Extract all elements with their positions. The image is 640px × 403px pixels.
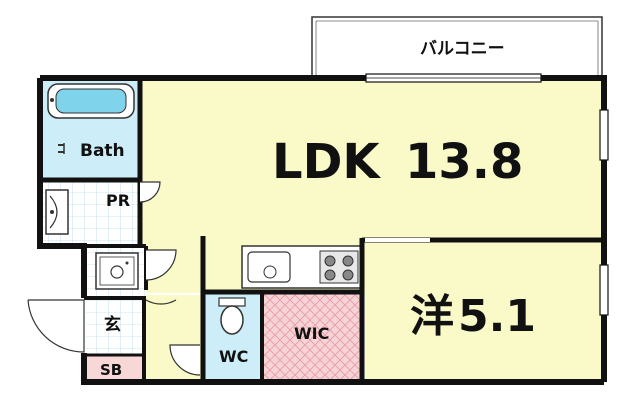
doors [27,181,430,376]
windows [365,73,609,316]
western-room-name: 洋 [410,291,454,342]
western-room-size: 5.1 [458,291,536,342]
sink-icon [247,251,291,283]
bath-label: Bath [80,141,125,161]
washing-machine-icon [95,252,139,290]
washbasin-icon [45,189,69,235]
closet-label: WIC [294,324,329,343]
entrance-label: 玄 [104,314,121,335]
ldk-size: 13.8 [405,134,523,190]
powder-room-label: PR [106,191,130,210]
toilet-icon [218,297,246,335]
entrance-area [86,298,143,353]
western-room-area [365,241,602,380]
kitchen-counter [241,245,363,289]
balcony: バルコニー [311,16,603,78]
shoe-box-area [86,355,143,380]
bathtub-icon [47,83,135,119]
toilet-label: WC [219,347,248,366]
shower-icon [58,143,65,154]
room-labels: LDK 13.8 洋 5.1 Bath PR 玄 SB WC WIC [80,134,536,379]
closet-area [263,293,361,380]
ldk-name: LDK [272,134,381,190]
stove-icon [319,250,359,284]
shoe-box-label: SB [100,361,122,379]
balcony-label: バルコニー [420,39,505,59]
